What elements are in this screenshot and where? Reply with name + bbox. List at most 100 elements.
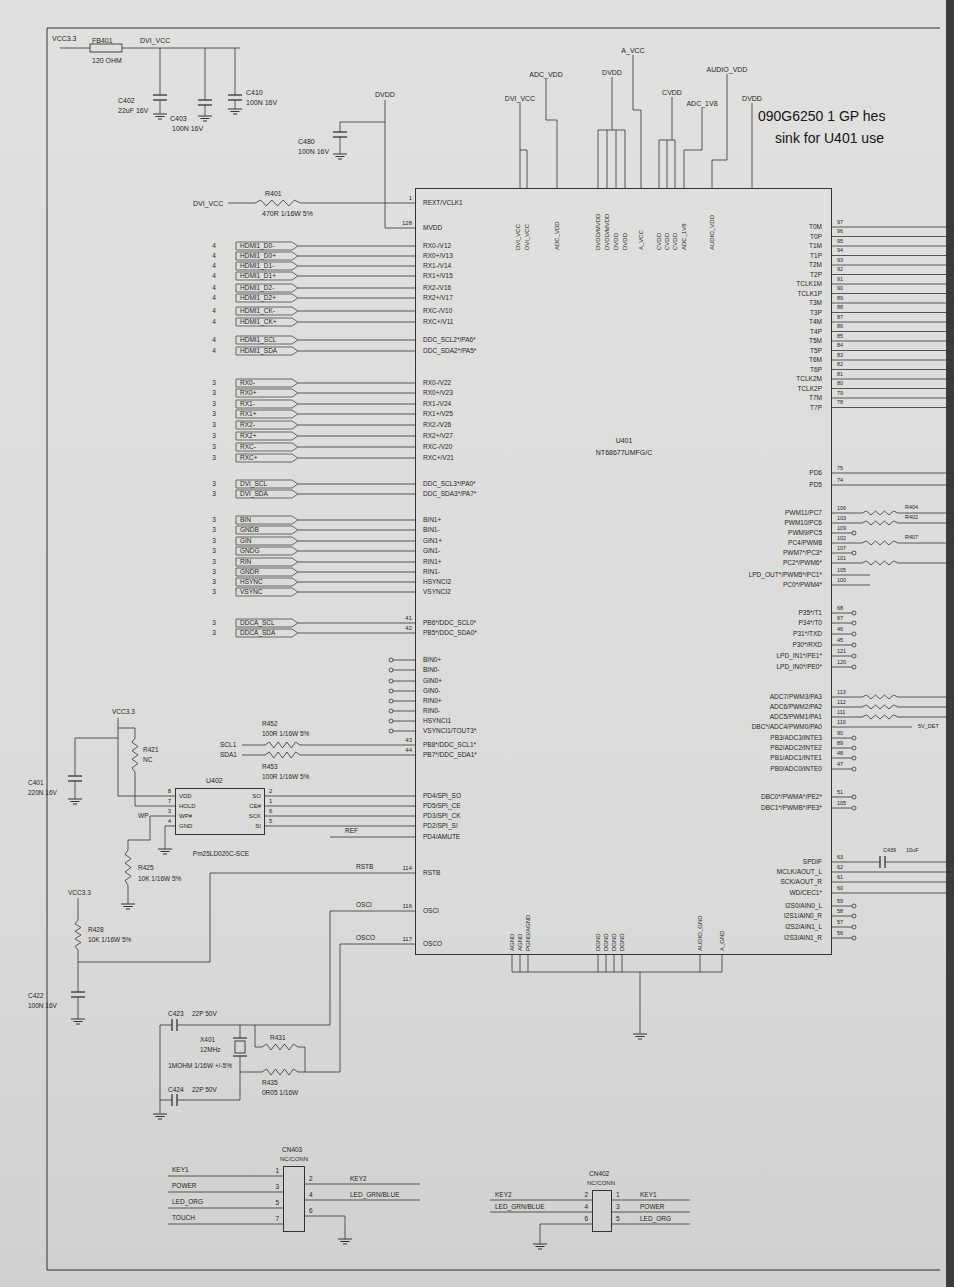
wire [255,1025,262,1047]
wire [393,721,415,722]
wire [832,398,850,399]
resistor-symbol [262,1044,298,1050]
net-label: HDMI1_CK+ [240,319,277,326]
part-number: NT68677UMFG/C [596,449,652,456]
pin-open-end [852,746,856,750]
wire [850,274,954,275]
crystal-symbol [233,1037,247,1038]
pin-open-end [852,643,856,647]
sheet-number: 4 [212,285,216,292]
wire [235,48,236,95]
ground-symbol [161,851,170,852]
wire [298,351,415,352]
pin-name: BIN0+ [423,657,441,664]
wire [305,1184,420,1185]
connector-pin-label: KEY2 [350,1176,367,1183]
pin-name: T7P [810,404,822,411]
pin-number: 78 [837,400,843,406]
component-label: C401 [28,780,44,787]
chip-pin-label: 7 [168,798,171,804]
pin-number: 85 [837,334,843,340]
pin-name: T1M [809,243,822,250]
pin-open-end [852,611,856,615]
pin-name: MVDD [423,225,442,232]
connector-pin-label: 3 [275,1184,279,1191]
net-label: BIN [240,517,251,524]
wire [832,585,850,586]
sheet-number: 3 [212,569,216,576]
pin-number: 113 [837,690,846,696]
ground-symbol [121,904,135,905]
pin-name: DVDD/MVDD [595,214,601,250]
pin-number: 89 [837,296,843,302]
pin-name: SCK/AOUT_R [780,879,822,886]
connector-pin-label: 3 [616,1204,620,1211]
frame-line [47,28,940,29]
component-label: R425 [138,865,154,872]
pin-name: SPDIF [803,859,822,866]
pin-name: T4M [809,319,822,326]
wire [832,255,850,256]
supply-label: ADC_VDD [529,71,562,78]
pin-number: 116 [402,903,412,909]
pin-name: PD4/SPI_SO [423,793,461,800]
wire [614,955,615,972]
component-label: VCC3.3 [52,35,77,42]
sheet-number: 3 [212,620,216,627]
pin-name: PB3/ADC3/INTE3 [770,735,822,742]
pin-name: DDC_SDA2*/PA5* [423,348,476,355]
wire [832,634,852,635]
wire [393,691,415,692]
wire [832,717,850,718]
wire [850,485,954,486]
wire [850,360,954,361]
connector-pin-label: 5 [616,1216,620,1223]
wire [300,755,415,756]
wire [850,331,954,332]
pin-name: TCLK2P [797,385,822,392]
component-label: SDA1 [220,752,237,759]
wire [298,520,415,521]
sheet-number: 4 [212,319,216,326]
wire [850,707,862,708]
wire [298,530,415,531]
pin-open-end [852,914,856,918]
component-label: REF [345,828,358,835]
wire [850,862,880,863]
wire [168,1192,283,1193]
ground-symbol [74,1021,83,1022]
signal-wire [265,826,415,827]
component-label: 100R 1/16W 5% [262,774,309,781]
connector-pin-label: 2 [309,1176,313,1183]
wire [684,108,702,188]
wire [298,246,415,247]
connector-pin-label: POWER [172,1183,197,1190]
pin-open-end [852,654,856,658]
ground-symbol [538,1249,542,1250]
component-label: FB401 [92,37,113,44]
pin-open-end [389,729,393,733]
connector-pin-label: 4 [309,1192,313,1199]
pin-name: TCLK1P [797,290,822,297]
component-label: R435 [262,1080,278,1087]
wire [235,100,236,105]
pin-open-end [852,621,856,625]
pin-number: 89 [837,741,843,747]
wire [512,972,722,973]
pin-open-end [389,709,393,713]
component-label: C424 [168,1087,184,1094]
chip-pin-label: CE# [249,803,261,809]
wire [850,246,954,247]
supply-label: DVDD [602,69,622,76]
sheet-number: 3 [212,433,216,440]
pin-name: PWM9/PC5 [788,530,822,537]
ground-symbol [640,1030,641,1034]
pin-name: ADC_1V8 [681,223,687,250]
wire [633,55,641,188]
capacitor-symbol [198,99,212,100]
wire [128,816,150,850]
part-reference: CN402 [589,1171,609,1178]
wire [832,227,850,228]
ground-symbol [163,854,167,855]
pin-name: ADC_VDD [554,221,560,250]
